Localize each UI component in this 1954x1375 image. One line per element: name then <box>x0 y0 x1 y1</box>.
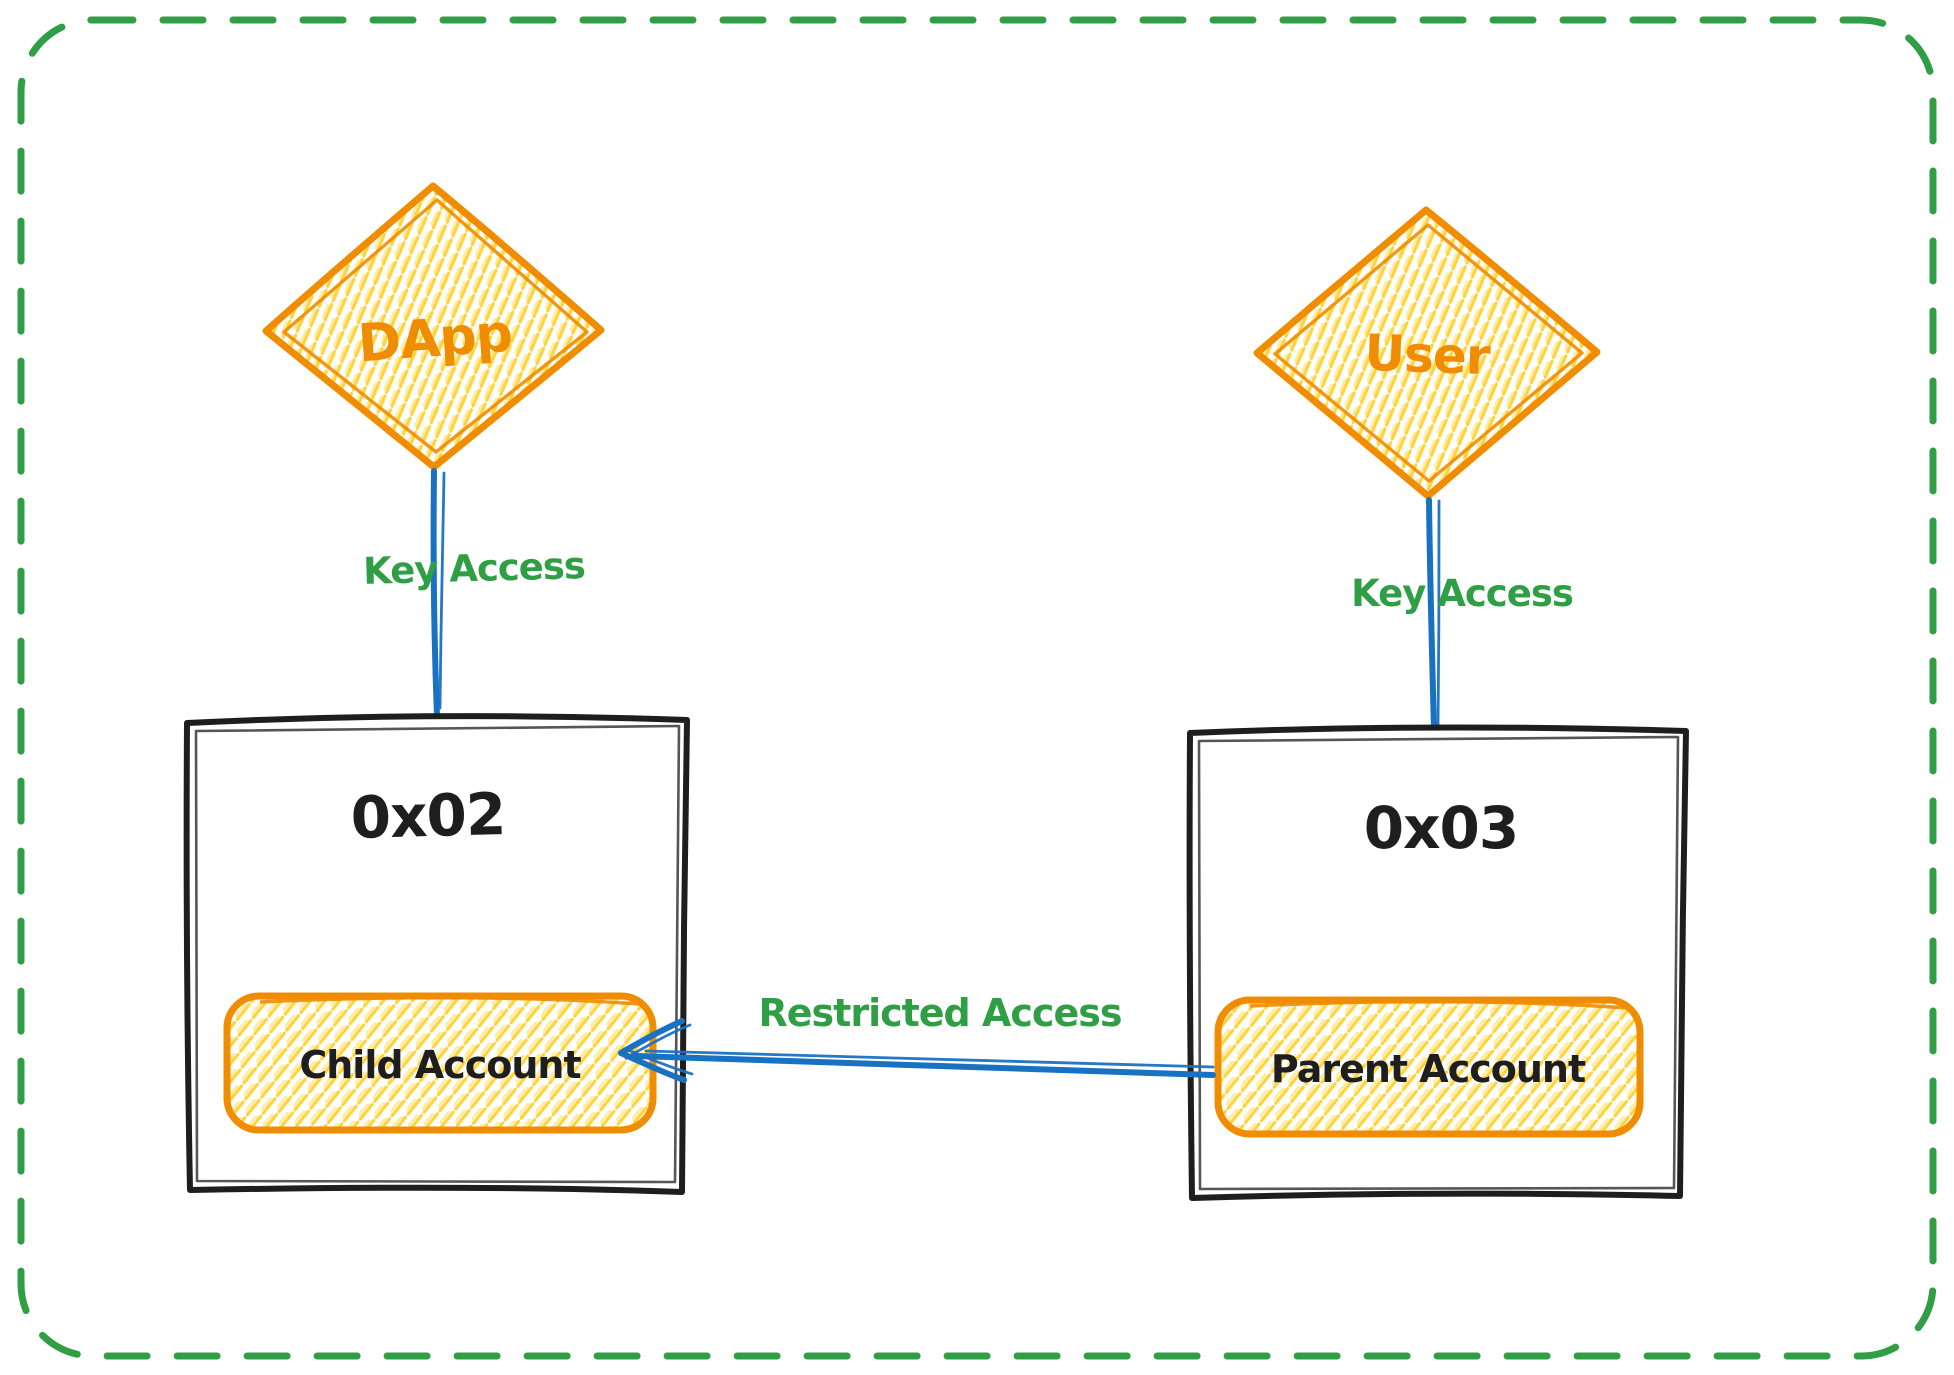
edge-key-access-left: Key Access <box>363 468 586 719</box>
canvas-border <box>17 16 1937 1360</box>
dapp-diamond-shape-overstroke <box>282 198 589 454</box>
dapp-diamond-shape <box>262 182 605 471</box>
left-account-title: 0x02 <box>350 780 506 852</box>
key-access-right-line <box>1426 497 1437 732</box>
restricted-access-label: Restricted Access <box>759 991 1122 1035</box>
left-account-node: 0x02 Child Account <box>183 713 690 1195</box>
parent-account-label: Parent Account <box>1271 1047 1586 1091</box>
left-account-box-overstroke <box>194 724 681 1184</box>
parent-account-box-overstroke <box>1249 1000 1629 1010</box>
restricted-access-line <box>633 1053 1216 1078</box>
child-account-box <box>223 992 657 1134</box>
child-account-box-overstroke <box>259 996 641 1006</box>
restricted-access-arrowhead-lower <box>618 1050 687 1083</box>
restricted-access-line-overstroke <box>644 1049 1215 1069</box>
right-account-box-overstroke <box>1197 735 1680 1191</box>
user-label: User <box>1364 324 1492 386</box>
right-account-title: 0x03 <box>1364 794 1518 862</box>
key-access-left-line <box>430 468 440 719</box>
edge-key-access-right: Key Access <box>1351 497 1574 732</box>
restricted-access-arrowhead-lower-overstroke <box>626 1048 694 1076</box>
child-account-label: Child Account <box>299 1043 581 1087</box>
parent-account-box <box>1214 996 1644 1138</box>
key-access-right-line-overstroke <box>1436 499 1441 728</box>
dapp-label: DApp <box>356 304 514 375</box>
user-diamond-shape-overstroke <box>1273 223 1584 483</box>
key-access-right-label: Key Access <box>1351 572 1573 615</box>
dapp-node: DApp <box>262 182 605 471</box>
key-access-left-label: Key Access <box>363 544 586 593</box>
key-access-left-line-overstroke <box>438 471 446 710</box>
user-node: User <box>1253 206 1601 500</box>
user-diamond-shape <box>1253 206 1601 500</box>
edge-restricted-access: Restricted Access <box>618 991 1216 1083</box>
right-account-node: 0x03 Parent Account <box>1186 724 1689 1201</box>
restricted-access-arrowhead-upper-overstroke <box>624 1023 692 1060</box>
